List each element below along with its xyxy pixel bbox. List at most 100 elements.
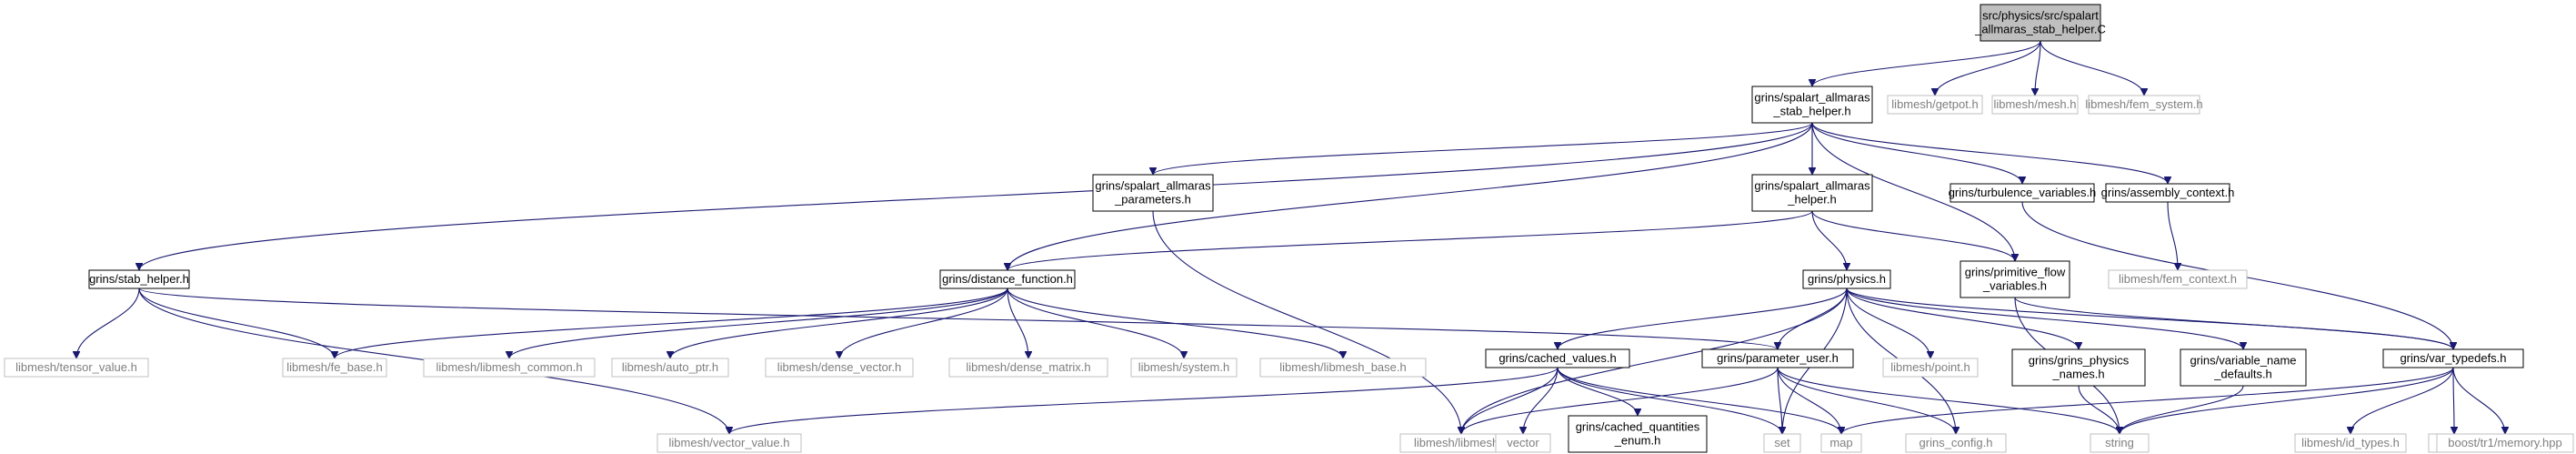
node-box (1802, 269, 1891, 289)
node-dense-matrix: libmesh/dense_matrix.h (948, 358, 1108, 378)
node-label: string (2105, 436, 2134, 449)
node-label: grins/assembly_context.h (2101, 186, 2235, 199)
edge-sa_stab_h-to-sa_params (1153, 122, 1813, 176)
edges-layer (76, 40, 2505, 435)
node-box (1130, 358, 1238, 378)
node-sa-params[interactable]: grins/spalart_allmaras_parameters.h (1092, 174, 1214, 212)
node-label: libmesh/getpot.h (1891, 97, 1978, 111)
node-box (88, 269, 190, 289)
node-var-typedefs[interactable]: grins/var_typedefs.h (2382, 348, 2524, 368)
node-root: src/physics/src/spalart_allmaras_stab_he… (1974, 4, 2106, 42)
node-box (1259, 358, 1427, 378)
node-box (1980, 4, 2101, 42)
node-prim-flow[interactable]: grins/primitive_flow_variables.h (1960, 260, 2070, 298)
edge-root-to-mesh (2035, 40, 2041, 96)
edge-physics-to-libmesh_h (1461, 288, 1848, 434)
node-box (1950, 183, 2095, 203)
node-label: libmesh/dense_matrix.h (966, 360, 1090, 374)
node-label: _enum.h (1614, 434, 1661, 448)
node-fem-context: libmesh/fem_context.h (2108, 269, 2248, 289)
node-box (2088, 95, 2200, 115)
node-label: _allmaras_stab_helper.C (1974, 23, 2106, 36)
node-label: grins/variable_name (2190, 354, 2296, 368)
edge-root-to-getpot (1935, 40, 2041, 96)
node-label: libmesh/libmesh_base.h (1279, 360, 1406, 374)
node-label: grins/distance_function.h (942, 272, 1073, 286)
edge-physics-to-var_typedefs (1846, 288, 2453, 350)
node-fe-base: libmesh/fe_base.h (282, 358, 387, 378)
node-map: map (1820, 433, 1862, 453)
node-stab-helper[interactable]: grins/stab_helper.h (88, 269, 190, 289)
node-label: libmesh/fe_base.h (286, 360, 383, 374)
node-box (1092, 174, 1214, 212)
node-id-types: libmesh/id_types.h (2294, 433, 2407, 453)
node-label: _stab_helper.h (1772, 105, 1850, 118)
node-var-name-defaults[interactable]: grins/variable_name_defaults.h (2180, 348, 2307, 387)
node-system: libmesh/system.h (1130, 358, 1238, 378)
node-box (1905, 433, 2007, 453)
node-box (611, 358, 729, 378)
node-label: _defaults.h (2213, 368, 2272, 381)
node-string: string (2090, 433, 2150, 453)
edge-var_typedefs-to-memory_hpp (2452, 367, 2505, 434)
edge-dist_fn-to-fe_base (335, 288, 1008, 359)
node-label: grins/parameter_user.h (1717, 351, 1839, 365)
node-label: libmesh/tensor_value.h (15, 360, 137, 374)
node-sa-helper[interactable]: grins/spalart_allmaras_helper.h (1751, 174, 1873, 212)
node-label: grins/spalart_allmaras (1754, 91, 1870, 105)
edge-cached_values-to-set (1557, 367, 1782, 435)
node-label: _helper.h (1787, 193, 1837, 207)
edge-physics-to-grins_phys_names (1846, 288, 2079, 350)
node-box (1887, 95, 1983, 115)
node-param-user[interactable]: grins/parameter_user.h (1701, 348, 1854, 368)
node-assembly-ctx[interactable]: grins/assembly_context.h (2101, 183, 2235, 203)
node-box (2108, 269, 2248, 289)
node-libmesh-base: libmesh/libmesh_base.h (1259, 358, 1427, 378)
edge-cached_values-to-vector (1523, 367, 1559, 434)
node-box (2180, 348, 2307, 387)
node-box (423, 358, 596, 378)
node-cached-q-enum[interactable]: grins/cached_quantities_enum.h (1568, 415, 1708, 453)
edge-sa_stab_h-to-turb_vars (1811, 122, 2022, 185)
node-fem-system: libmesh/fem_system.h (2085, 95, 2203, 115)
node-label: libmesh/system.h (1138, 360, 1229, 374)
edge-physics-to-cached_values (1558, 288, 1848, 350)
edge-var_name_defaults-to-string (2120, 385, 2244, 435)
node-label: boost/tr1/memory.hpp (2448, 436, 2561, 449)
node-label: libmesh/dense_vector.h (777, 360, 902, 374)
edge-cached_values-to-cached_q_enum (1557, 367, 1638, 417)
node-cached-values[interactable]: grins/cached_values.h (1485, 348, 1630, 368)
node-tensor-value: libmesh/tensor_value.h (4, 358, 149, 378)
node-physics[interactable]: grins/physics.h (1802, 269, 1891, 289)
node-box (1485, 348, 1630, 368)
node-box (1882, 358, 1979, 378)
node-label: grins/var_typedefs.h (2400, 351, 2506, 365)
edge-sa_helper-to-physics (1811, 210, 1847, 270)
node-label: src/physics/src/spalart (1982, 9, 2099, 23)
node-turb-vars[interactable]: grins/turbulence_variables.h (1949, 183, 2097, 203)
edge-sa_stab_h-to-stab_helper (139, 122, 1813, 270)
node-point: libmesh/point.h (1882, 358, 1979, 378)
node-libmesh-common: libmesh/libmesh_common.h (423, 358, 596, 378)
edge-dist_fn-to-dense_matrix (1007, 288, 1028, 358)
node-dist-fn[interactable]: grins/distance_function.h (939, 269, 1076, 289)
node-label: grins/cached_quantities (1576, 420, 1700, 434)
node-mesh: libmesh/mesh.h (1991, 95, 2079, 115)
node-label: _variables.h (1982, 279, 2047, 293)
edge-param_user-to-set (1777, 367, 1782, 434)
edge-var_typedefs-to-map (1841, 367, 2454, 435)
node-label: libmesh/fem_system.h (2085, 97, 2202, 111)
edge-dist_fn-to-auto_ptr (670, 288, 1008, 359)
edge-var_typedefs-to-string (2120, 367, 2454, 435)
edge-sa_stab_h-to-dist_fn (1007, 122, 1813, 270)
node-sa-stab-h[interactable]: grins/spalart_allmaras_stab_helper.h (1751, 86, 1873, 124)
node-box (2382, 348, 2524, 368)
node-label: _names.h (2051, 368, 2104, 381)
node-box (657, 433, 802, 453)
edge-sa_params-to-libmesh_h (1152, 210, 1461, 434)
node-grins-phys-names[interactable]: grins/grins_physics_names.h (2011, 348, 2146, 387)
node-label: libmesh/libmesh_common.h (436, 360, 582, 374)
node-label: libmesh/fem_context.h (2119, 272, 2237, 286)
edge-param_user-to-libmesh_h (1461, 367, 1779, 435)
